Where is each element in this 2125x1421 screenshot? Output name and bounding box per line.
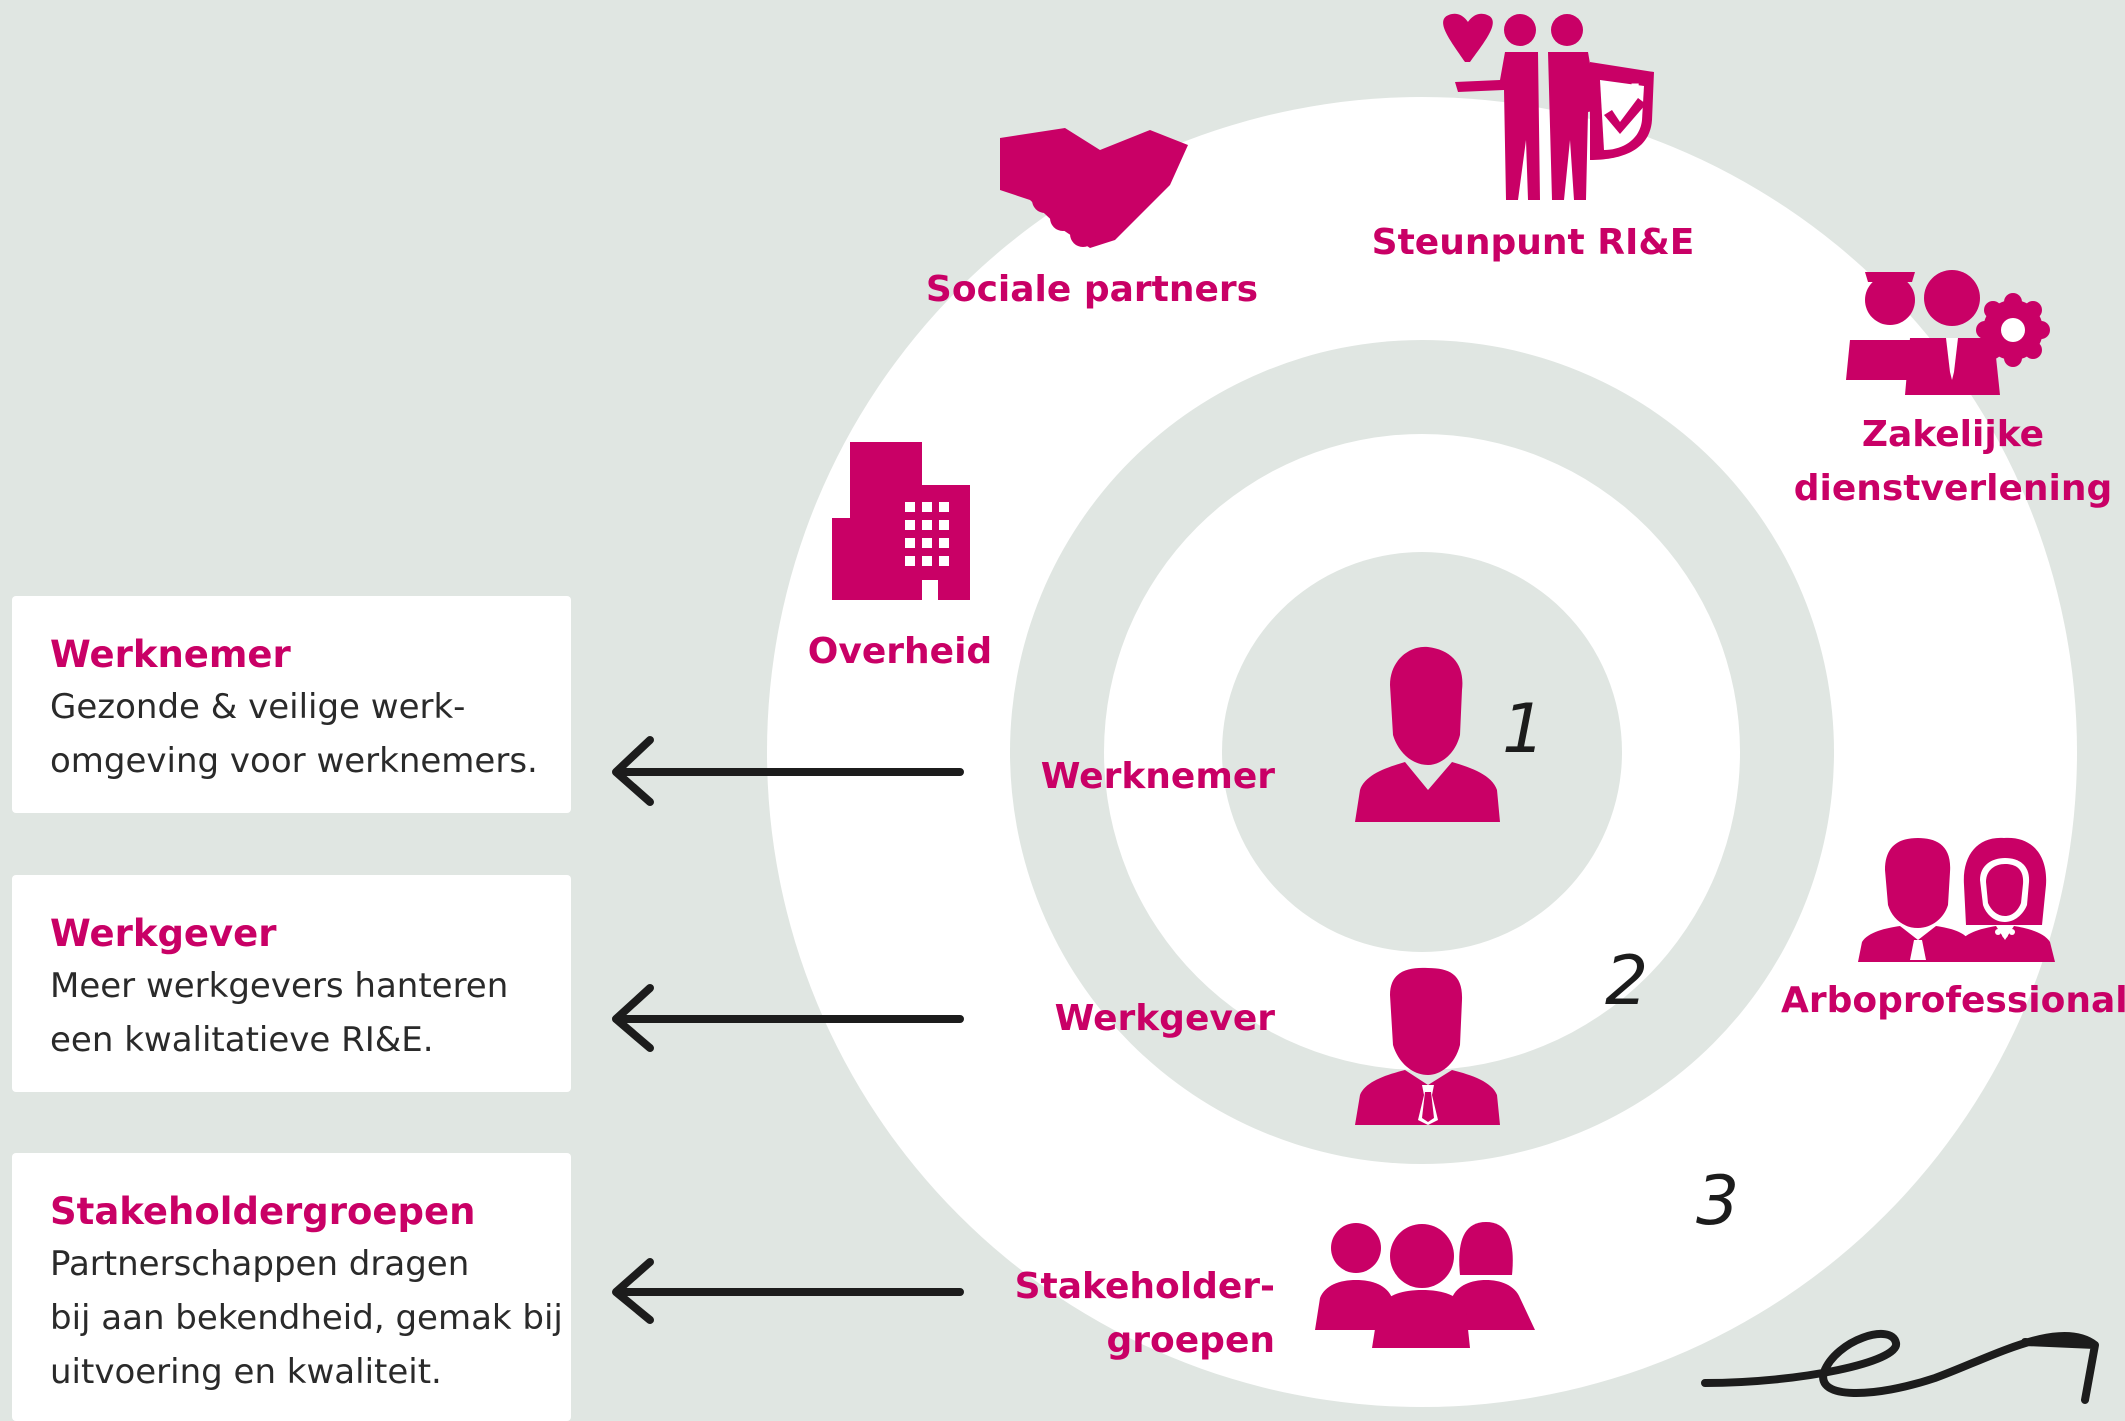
label-arboprofessionals: Arboprofessionals (1780, 980, 2125, 1021)
businessman-icon (1355, 967, 1500, 1125)
arrow-stakeholders (612, 1258, 964, 1324)
number-1: 1 (1502, 690, 1546, 769)
handshake-icon (1000, 128, 1188, 248)
card-body: Meer werkgevers hanteren een kwalitatiev… (50, 959, 571, 1067)
man-woman-icon (1858, 837, 2055, 962)
heart-couple-shield-icon (1443, 13, 1654, 200)
card-title: Werknemer (50, 633, 291, 676)
arrow-werknemer (612, 736, 964, 806)
curly-arrow (1701, 1330, 2099, 1404)
group-icon (1315, 1222, 1535, 1348)
card-line: omgeving voor werknemers. (50, 741, 538, 781)
ring-label-line: groepen (1106, 1320, 1276, 1361)
card-werknemer: Werknemer Gezonde & veilige werk- omgevi… (12, 596, 571, 813)
buildings-icon (832, 442, 970, 600)
label-sociale-partners: Sociale partners (925, 269, 1259, 310)
number-3: 3 (1696, 1162, 1740, 1241)
card-line: Gezonde & veilige werk- (50, 687, 466, 727)
card-line: Partnerschappen dragen (50, 1244, 470, 1284)
card-line: Meer werkgevers hanteren (50, 966, 509, 1006)
label-zakelijke-dienstverlening: Zakelijke dienstverlening (1794, 408, 2113, 516)
arrow-werkgever (612, 984, 964, 1052)
card-line: een kwalitatieve RI&E. (50, 1020, 434, 1060)
card-body: Gezonde & veilige werk- omgeving voor we… (50, 680, 571, 788)
card-line: bij aan bekendheid, gemak bij (50, 1298, 563, 1338)
shield-label: RI&E (1602, 82, 1640, 98)
card-title: Werkgever (50, 912, 277, 955)
card-line: uitvoering en kwaliteit. (50, 1352, 442, 1392)
ring-label-line: Stakeholder- (1014, 1266, 1275, 1307)
label-line: Zakelijke (1861, 414, 2045, 455)
ring-label-werkgever: Werkgever (1054, 998, 1275, 1039)
label-overheid: Overheid (807, 631, 993, 672)
card-stakeholders: Stakeholdergroepen Partnerschappen drage… (12, 1153, 571, 1421)
business-people-gear-icon (1846, 270, 2050, 395)
card-title: Stakeholdergroepen (50, 1190, 476, 1233)
ring-label-werknemer: Werknemer (1040, 756, 1275, 797)
number-2: 2 (1605, 942, 1649, 1021)
person-icon (1355, 646, 1500, 822)
label-steunpunt: Steunpunt RI&E (1371, 222, 1695, 263)
card-body: Partnerschappen dragen bij aan bekendhei… (50, 1237, 571, 1399)
card-werkgever: Werkgever Meer werkgevers hanteren een k… (12, 875, 571, 1092)
ring-label-stakeholders: Stakeholder- groepen (1015, 1260, 1275, 1368)
label-line: dienstverlening (1793, 468, 2113, 509)
